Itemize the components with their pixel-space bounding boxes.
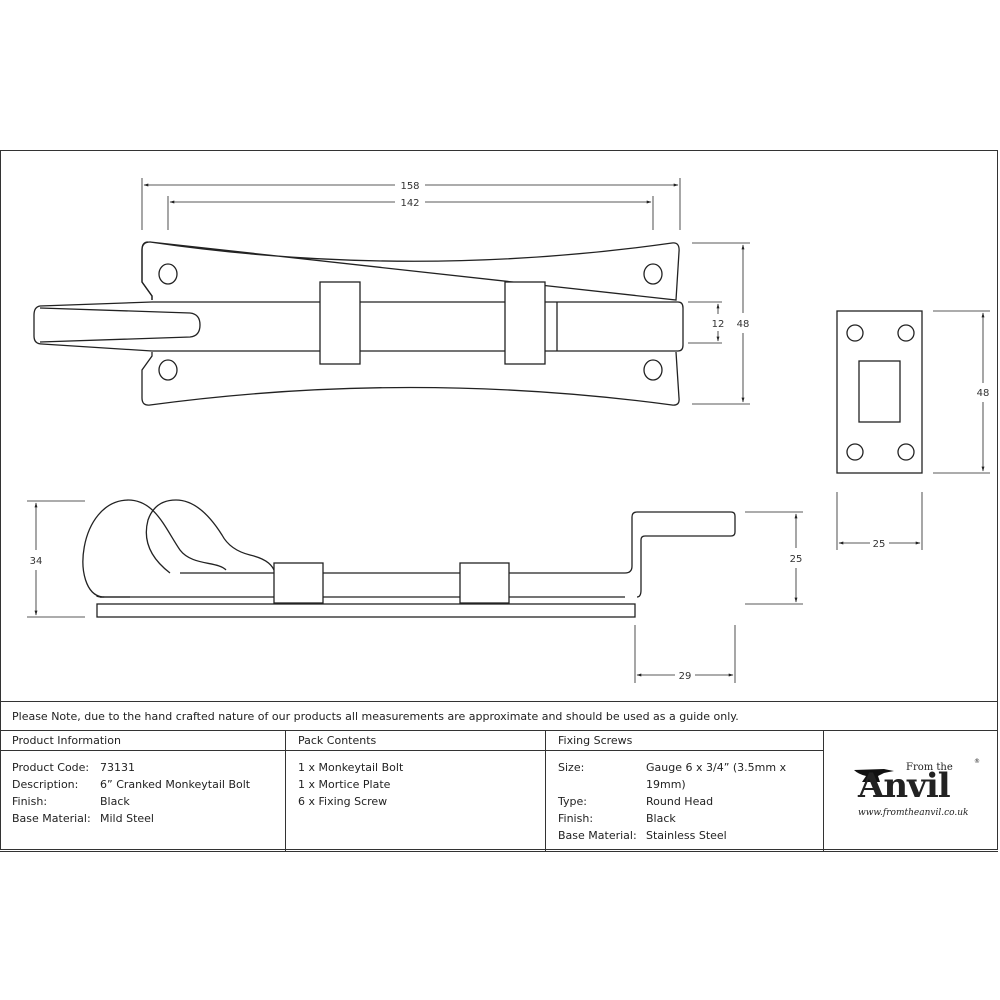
pack-item: 1 x Mortice Plate [298,778,391,791]
logo-anvil-text: Anvil [858,766,951,806]
logo-section: From the Anvil ® www.fromtheanvil.co.uk [824,731,998,851]
table-bottom-border [0,851,998,852]
value: Black [646,812,676,825]
type-row: Type: Round Head [558,793,811,810]
value: Stainless Steel [646,829,727,842]
top-view [33,178,750,406]
description-row: Description: 6” Cranked Monkeytail Bolt [12,776,273,793]
finish-row: Finish: Black [12,793,273,810]
keep-plate-view [836,310,990,550]
dim-29: 29 [679,671,692,682]
product-information-heading: Product Information [0,731,285,751]
finish-row: Finish: Black [558,810,811,827]
label: Base Material: [558,829,637,842]
dim-25-side: 25 [790,554,803,565]
value: Round Head [646,795,714,808]
label: Description: [12,778,79,791]
base-material-row: Base Material: Stainless Steel [558,827,811,844]
from-the-anvil-logo: From the Anvil ® www.fromtheanvil.co.uk [854,756,984,826]
spec-table: Please Note, due to the hand crafted nat… [0,701,1000,852]
pack-item: 6 x Fixing Screw [298,795,388,808]
size-row: Size: Gauge 6 x 3/4” (3.5mm x 19mm) [558,759,811,793]
value: 73131 [100,761,135,774]
dim-12: 12 [712,319,725,330]
product-information-section: Product Information Product Code: 73131 … [0,731,286,851]
disclaimer-note: Please Note, due to the hand crafted nat… [0,701,998,731]
pack-item: 1 x Monkeytail Bolt [298,761,404,774]
side-view [27,499,803,683]
registered-mark: ® [974,758,980,765]
dim-34: 34 [30,556,43,567]
dim-158: 158 [400,181,419,192]
value: Mild Steel [100,812,154,825]
dim-25-keep: 25 [873,539,886,550]
anvil-icon [854,769,894,782]
product-code-row: Product Code: 73131 [12,759,273,776]
dim-48-keep: 48 [977,388,990,399]
base-material-row: Base Material: Mild Steel [12,810,273,827]
label: Finish: [558,812,594,825]
logo-url: www.fromtheanvil.co.uk [858,808,969,818]
value: 6” Cranked Monkeytail Bolt [100,778,251,791]
dim-48-top: 48 [737,319,750,330]
pack-contents-heading: Pack Contents [286,731,545,751]
label: Size: [558,761,585,774]
label: Type: [558,795,587,808]
value: Black [100,795,130,808]
label: Base Material: [12,812,91,825]
label: Product Code: [12,761,90,774]
fixing-screws-section: Fixing Screws Size: Gauge 6 x 3/4” (3.5m… [546,731,824,851]
logo-from-the: From the [906,762,953,773]
value: Gauge 6 x 3/4” (3.5mm x 19mm) [646,761,787,791]
fixing-screws-heading: Fixing Screws [546,731,823,751]
label: Finish: [12,795,48,808]
drawing-frame [0,150,998,850]
pack-contents-section: Pack Contents 1 x Monkeytail Bolt 1 x Mo… [286,731,546,851]
dim-142: 142 [400,198,419,209]
